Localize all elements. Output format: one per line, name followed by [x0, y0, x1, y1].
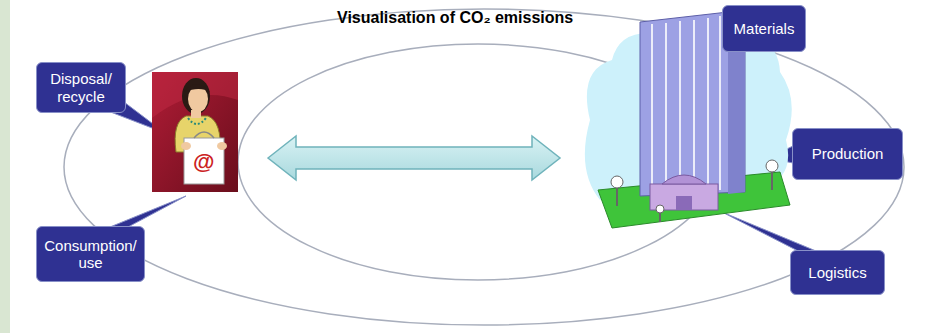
bag-symbol: @ [193, 149, 214, 175]
factory-building-part [656, 205, 664, 213]
shopper-figure-part [188, 86, 208, 112]
diagram-title: Visualisation of CO₂ emissions [337, 9, 573, 27]
factory-building-part [676, 196, 692, 210]
cycle-ellipses [64, 9, 904, 325]
factory-building-part [616, 186, 618, 206]
shopper-figure-part [184, 84, 210, 92]
double-arrow [268, 136, 560, 180]
factory-building-part-part [665, 23, 667, 190]
callout-text: Consumption/ use [44, 237, 137, 272]
shopper-figure-part [191, 110, 201, 118]
cycle-ellipses-part [64, 9, 904, 325]
callout-box: Materials [722, 5, 806, 52]
shopper-figure-part [181, 142, 191, 150]
callout-tails-part [110, 196, 186, 227]
callout-box: Production [792, 128, 903, 180]
double-arrow-part [268, 136, 560, 180]
factory-building-part-part [693, 20, 695, 190]
factory-building-part-part [651, 24, 653, 190]
factory-building-part-part [707, 18, 709, 190]
callout-text: Disposal/ recycle [44, 70, 118, 105]
shopper-figure-part [188, 118, 206, 124]
factory-building-part [766, 160, 778, 172]
callout-text: Materials [734, 20, 795, 37]
callout-box: Logistics [790, 250, 885, 295]
side-band [0, 0, 10, 333]
callout-text: Logistics [808, 264, 866, 281]
shopper-figure-part [194, 132, 214, 138]
callout-text: Production [812, 145, 884, 162]
shopper-figure [152, 72, 238, 192]
shopper-figure-part [182, 78, 210, 114]
factory-building-part [662, 175, 706, 184]
shopper-figure-part [217, 142, 227, 150]
callout-box: Disposal/ recycle [36, 62, 126, 113]
factory-building-part-part [679, 21, 681, 190]
callout-box: Consumption/ use [36, 226, 145, 282]
factory-building-part [611, 176, 623, 188]
callout-tails-part [722, 212, 816, 251]
factory-building-part [598, 172, 790, 228]
shopper-figure-part [152, 72, 238, 118]
factory-building-part [771, 170, 773, 190]
shopper-figure-part [152, 72, 238, 192]
factory-building-part-part [719, 16, 721, 190]
factory-building-part [652, 16, 720, 190]
